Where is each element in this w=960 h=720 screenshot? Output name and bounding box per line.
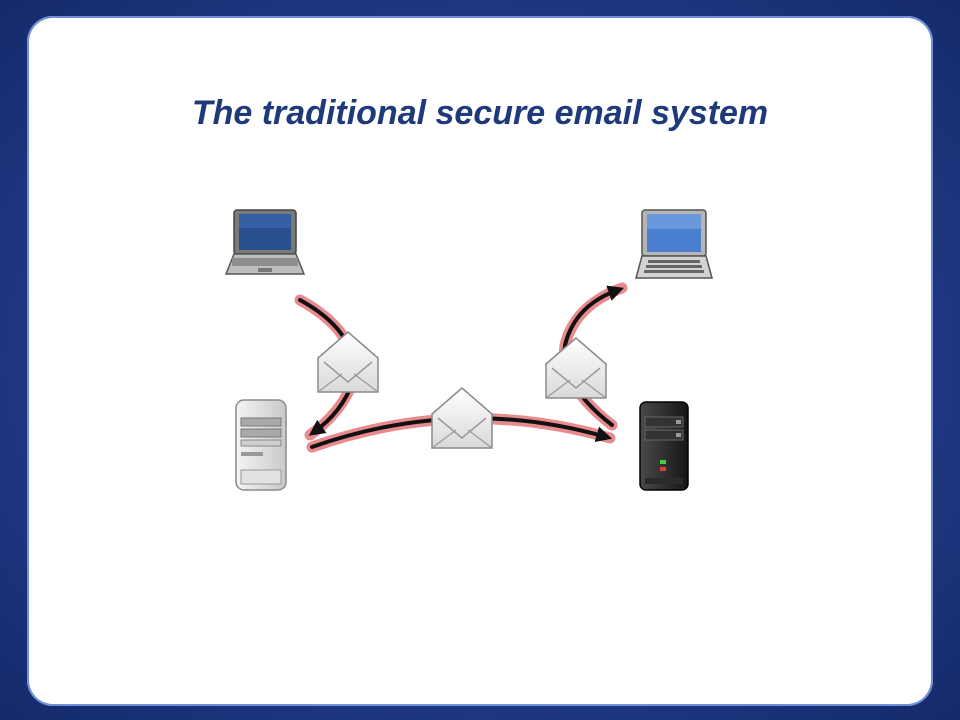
sender-server-icon — [235, 399, 287, 491]
recipient-laptop-icon — [635, 209, 713, 279]
recipient-server-icon — [639, 401, 689, 491]
slide-panel: The traditional secure email system — [27, 16, 933, 706]
sender-laptop-icon — [224, 209, 306, 275]
arrow-recipient-server-to-laptop — [559, 282, 628, 431]
envelope-icon — [545, 337, 607, 399]
envelope-icon — [431, 387, 493, 449]
envelope-icon — [317, 331, 379, 393]
slide-title: The traditional secure email system — [191, 94, 769, 132]
